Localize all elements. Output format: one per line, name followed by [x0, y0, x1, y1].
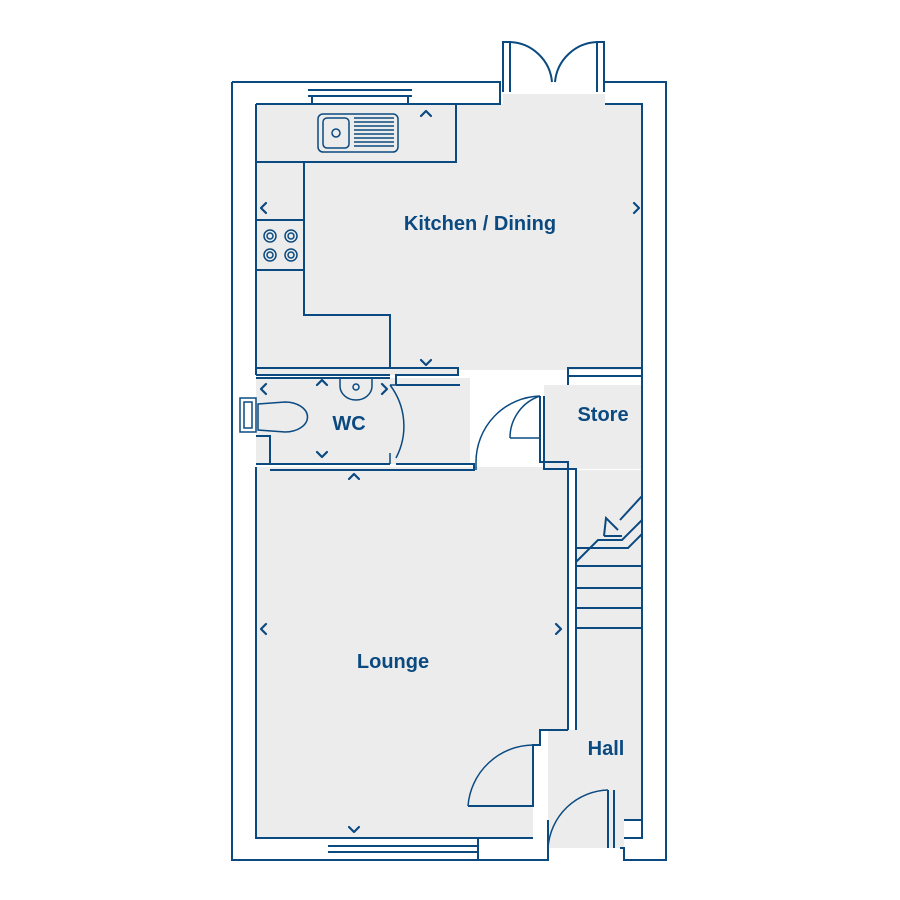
window-bottom [328, 837, 549, 861]
dimension-markers [259, 109, 641, 834]
basin-icon [339, 377, 373, 401]
floor-areas [256, 94, 642, 848]
chevron-up-icon [347, 472, 361, 481]
kitchen-units [256, 104, 457, 368]
kitchen-hall-door [475, 395, 541, 470]
chevron-right-icon [380, 382, 389, 396]
chevron-left-icon [259, 201, 268, 215]
chevron-down-icon [419, 358, 433, 367]
chevron-left-icon [259, 622, 268, 636]
room-label-hall: Hall [588, 738, 625, 760]
hall-floor [548, 470, 642, 848]
wc-floor [256, 378, 470, 464]
chevron-down-icon [347, 825, 361, 834]
walls [231, 81, 667, 861]
staircase [575, 495, 643, 629]
outer-wall-top [256, 81, 667, 861]
chevron-right-icon [632, 201, 641, 215]
front-door [547, 789, 609, 849]
sink-icon [317, 113, 399, 153]
kitchen-floor [256, 94, 642, 375]
chevron-down-icon [315, 450, 329, 459]
store-door [509, 395, 541, 439]
wc-walls [255, 367, 475, 471]
french-doors [502, 41, 605, 92]
outer-wall-left [231, 81, 328, 861]
toilet-icon [239, 397, 309, 433]
outer-wall-bottom-right [620, 819, 645, 861]
room-label-store: Store [577, 404, 628, 426]
room-labels: Kitchen / Dining WC Store Lounge Hall [332, 213, 628, 760]
lounge-door [467, 744, 534, 807]
lounge-floor [256, 467, 568, 838]
doors [389, 41, 609, 849]
room-label-kitchen: Kitchen / Dining [404, 213, 556, 235]
room-label-wc: WC [332, 413, 365, 435]
chevron-up-icon [419, 109, 433, 118]
store-floor [544, 385, 642, 469]
window-top [308, 81, 412, 105]
chevron-left-icon [259, 382, 268, 396]
room-label-lounge: Lounge [357, 651, 429, 673]
chevron-up-icon [315, 378, 329, 387]
hob-icon [263, 229, 298, 262]
chevron-right-icon [554, 622, 563, 636]
store-walls [468, 367, 642, 807]
